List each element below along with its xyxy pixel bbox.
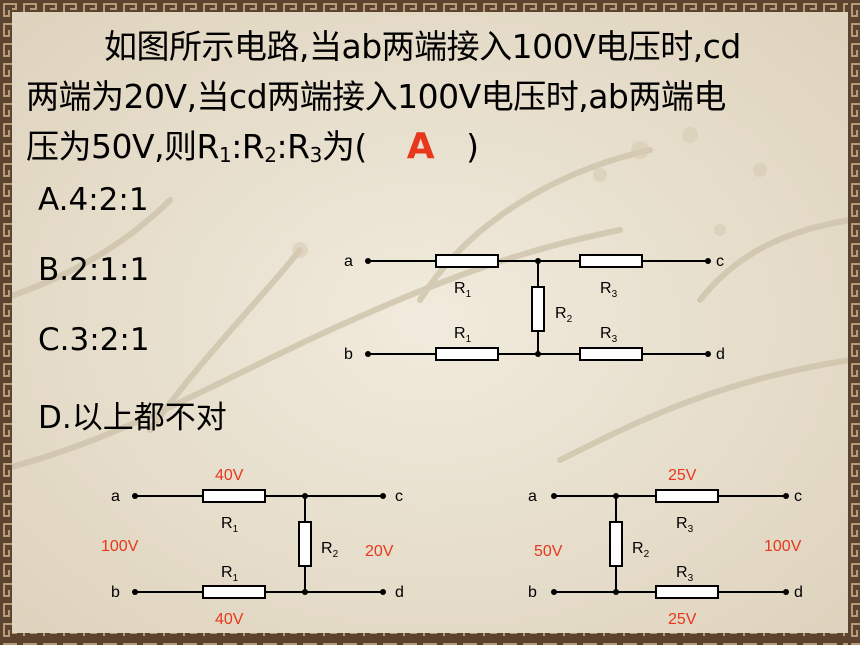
option-d: D.以上都不对 [38, 400, 227, 436]
label-r2: R2 [632, 540, 650, 560]
r3-bottom-resistor [579, 347, 643, 361]
label-r3-bottom: R3 [676, 564, 694, 584]
label-r1-bottom: R1 [221, 564, 239, 584]
voltage-bottom: 25V [668, 611, 697, 628]
label-r1-bottom: R1 [454, 325, 472, 345]
right-circuit-diagram: a c b d R3 R3 R2 25V 50V 100V 25V [528, 467, 803, 628]
r3-top-resistor [579, 254, 643, 268]
r2-resistor [531, 286, 545, 332]
terminal-b: b [344, 346, 353, 363]
option-b: B.2:1:1 [38, 252, 150, 288]
terminal-d: d [395, 584, 404, 601]
terminal-c: c [716, 253, 724, 270]
label-r2: R2 [321, 540, 339, 560]
question-line-1: 如图所示电路,当ab两端接入100V电压时,cd [104, 27, 741, 66]
label-r3-top: R3 [676, 515, 694, 535]
question-line-2: 两端为20V,当cd两端接入100V电压时,ab两端电 [26, 77, 726, 116]
main-circuit-diagram: a c b d R1 R3 R1 R3 R2 [344, 253, 725, 363]
voltage-top: 25V [668, 467, 697, 484]
question-text: 如图所示电路,当ab两端接入100V电压时,cd 两端为20V,当cd两端接入1… [26, 22, 836, 172]
label-r1-top: R1 [221, 515, 239, 535]
voltage-output: 20V [365, 543, 394, 560]
voltage-input: 100V [101, 538, 139, 555]
r2-resistor [298, 521, 312, 567]
left-circuit-diagram: a c b d R1 R1 R2 40V 100V 20V 40V [101, 467, 404, 628]
answer-mark: A [406, 126, 435, 167]
label-r1-top: R1 [454, 280, 472, 300]
option-c: C.3:2:1 [38, 322, 150, 358]
terminal-b: b [528, 584, 537, 601]
r1-top-resistor [435, 254, 499, 268]
terminal-a: a [528, 488, 537, 505]
terminal-c: c [395, 488, 403, 505]
label-r3-bottom: R3 [600, 325, 618, 345]
terminal-a: a [344, 253, 353, 270]
label-r2: R2 [555, 305, 573, 325]
label-r3-top: R3 [600, 280, 618, 300]
voltage-input: 100V [764, 538, 802, 555]
r3-bottom-resistor [655, 585, 719, 599]
r1-bottom-resistor [435, 347, 499, 361]
voltage-top: 40V [215, 467, 244, 484]
r2-resistor [609, 521, 623, 567]
terminal-c: c [794, 488, 802, 505]
voltage-bottom: 40V [215, 611, 244, 628]
r1-top-resistor [202, 489, 266, 503]
terminal-a: a [111, 488, 120, 505]
terminal-d: d [716, 346, 725, 363]
r3-top-resistor [655, 489, 719, 503]
voltage-output: 50V [534, 543, 563, 560]
terminal-b: b [111, 584, 120, 601]
terminal-d: d [794, 584, 803, 601]
question-line-3: 压为50V,则R1:R2:R3为(A) [26, 122, 836, 172]
r1-bottom-resistor [202, 585, 266, 599]
option-a: A.4:2:1 [38, 182, 149, 218]
